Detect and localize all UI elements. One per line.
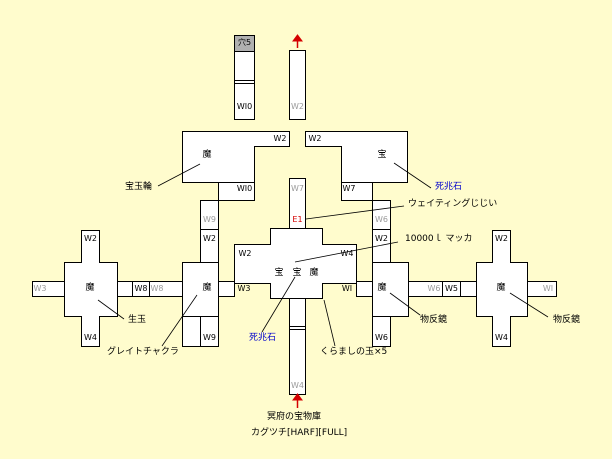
arrow-up-bottom-icon: [292, 393, 303, 408]
warp-cell: WI0: [236, 102, 253, 111]
label-makka: 10000ｌ マッカ: [405, 234, 473, 244]
label-destination-sub: カグツチ[HARF][FULL]: [251, 428, 348, 438]
warp-cell: W2: [203, 234, 216, 243]
treasure-symbol: 宝: [274, 268, 284, 278]
warp-cell: W2: [238, 249, 252, 258]
warp-cell: W8: [150, 284, 164, 293]
warp-cell: WI: [341, 284, 353, 293]
label-great-chakra: グレイトチャクラ: [107, 347, 179, 357]
room-center: [234, 228, 357, 299]
warp-cell: W4: [291, 381, 304, 390]
warp-cell: W6: [375, 333, 388, 342]
warp-cell: W7: [342, 184, 356, 193]
demon-symbol: 魔: [202, 283, 212, 293]
hole-cell: [234, 35, 255, 52]
label-houkyokurin: 宝玉輪: [125, 182, 153, 192]
cross-right: [372, 262, 409, 317]
encounter-marker: E1: [292, 215, 303, 224]
demon-symbol: 魔: [377, 283, 387, 293]
warp-cell: W2: [308, 134, 322, 143]
demon-symbol: 魔: [496, 283, 506, 293]
cross-far-left: [64, 230, 118, 347]
top-right-corridor: [289, 50, 306, 120]
connector-left: [200, 200, 219, 263]
warp-cell: W8: [134, 284, 148, 293]
arrow-up-top-icon: [292, 34, 303, 48]
label-butsuhankyo-1: 物反鏡: [420, 315, 448, 325]
warp-cell: W3: [237, 284, 251, 293]
warp-cell: W4: [84, 333, 97, 342]
warp-cell: W2: [291, 102, 304, 111]
label-shichouseki-bottom: 死兆石: [249, 333, 277, 343]
label-seigyoku: 生玉: [128, 315, 147, 325]
label-shichouseki-top: 死兆石: [435, 182, 463, 192]
demon-symbol: 魔: [309, 268, 319, 278]
label-kuramashi: くらましの玉×5: [320, 347, 388, 357]
cross-far-right: [476, 230, 528, 347]
warp-cell: W4: [340, 249, 354, 258]
warp-cell: W6: [375, 215, 388, 224]
warp-cell: W5: [445, 284, 458, 293]
warp-cell: WI: [542, 284, 554, 293]
warp-cell: W6: [427, 284, 441, 293]
room-upper-left: [182, 131, 290, 201]
warp-cell: W3: [33, 284, 47, 293]
treasure-symbol: 宝: [377, 150, 387, 160]
warp-cell: W2: [273, 134, 287, 143]
warp-cell: W2: [375, 234, 388, 243]
warp-cell: W7: [291, 184, 304, 193]
demon-symbol: 魔: [202, 150, 212, 160]
demon-symbol: 魔: [85, 283, 95, 293]
corridor-mid-right: [356, 281, 373, 297]
warp-cell: W2: [84, 234, 97, 243]
warp-cell: W2: [495, 234, 508, 243]
hole-marker: 穴5: [237, 38, 252, 47]
warp-cell: W4: [495, 333, 508, 342]
warp-cell: W9: [203, 333, 216, 342]
label-butsuhankyo-2: 物反鏡: [553, 315, 581, 325]
label-destination: 冥府の宝物庫: [267, 412, 322, 422]
corridor-mid-left: [218, 281, 235, 297]
treasure-symbol: 宝: [292, 268, 302, 278]
label-waiting-jijii: ウェイティングじじい: [408, 199, 498, 209]
warp-cell: W9: [203, 215, 216, 224]
warp-cell: WI0: [236, 184, 253, 193]
